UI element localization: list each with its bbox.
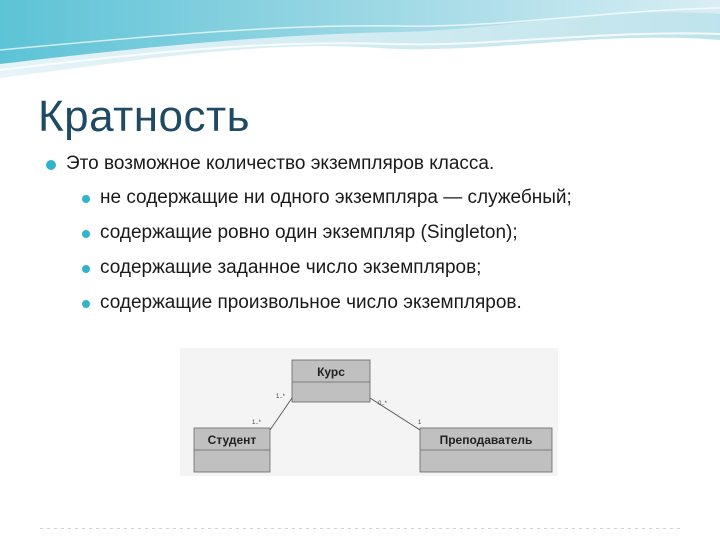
sub-bullet-text: содержащие произвольное число экземпляро… [100, 292, 522, 313]
association-course-student [269, 397, 293, 431]
sub-bullet-text: содержащие заданное число экземпляров; [100, 257, 482, 278]
sub-bullet-list: не содержащие ни одного экземпляра — слу… [80, 186, 706, 315]
sub-bullet-text: не содержащие ни одного экземпляра — слу… [100, 187, 572, 208]
class-name-teacher: Преподаватель [440, 433, 533, 447]
sub-bullet-item: не содержащие ни одного экземпляра — слу… [80, 186, 706, 210]
header-wave-decoration [0, 0, 720, 78]
uml-class-diagram: Курс Студент Преподаватель 1..* 1..* 0..… [180, 348, 558, 476]
bullet-dot-icon [46, 160, 56, 170]
association-course-teacher [369, 397, 421, 431]
footer-divider [40, 528, 680, 529]
sub-bullet-text: содержащие ровно один экземпляр (Singlet… [100, 222, 518, 243]
bullet-list: Это возможное количество экземпляров кла… [46, 152, 706, 326]
sub-bullet-item: содержащие заданное число экземпляров; [80, 256, 706, 280]
bullet-dot-icon [82, 300, 90, 308]
sub-bullet-item: содержащие произвольное число экземпляро… [80, 291, 706, 315]
sub-bullet-item: содержащие ровно один экземпляр (Singlet… [80, 221, 706, 245]
bullet-dot-icon [82, 195, 90, 203]
main-bullet: Это возможное количество экземпляров кла… [46, 152, 706, 176]
bullet-dot-icon [82, 265, 90, 273]
slide-title: Кратность [38, 92, 251, 141]
class-box-teacher: Преподаватель [419, 427, 553, 473]
multiplicity-label: 1 [418, 420, 422, 426]
multiplicity-label: 1..* [276, 394, 286, 400]
class-box-student: Студент [193, 427, 271, 473]
bullet-dot-icon [82, 230, 90, 238]
class-name-student: Студент [208, 433, 257, 447]
class-box-course: Курс [291, 359, 371, 403]
class-name-course: Курс [317, 365, 345, 379]
multiplicity-label: 1..* [252, 420, 262, 426]
main-bullet-text: Это возможное количество экземпляров кла… [66, 153, 495, 174]
multiplicity-label: 0..* [378, 401, 388, 407]
